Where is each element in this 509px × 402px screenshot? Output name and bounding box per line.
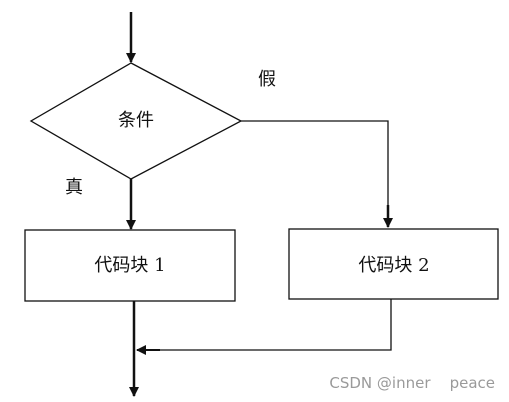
code-block-2-box	[288, 228, 499, 300]
merge-line	[146, 299, 392, 351]
false-branch-label: 假	[258, 69, 276, 90]
true-branch-label: 真	[65, 177, 83, 198]
false-branch-arrow	[241, 120, 389, 225]
code-block-1-box	[24, 229, 236, 302]
watermark-text: CSDN @inner peace	[329, 374, 495, 392]
code-block-1-label: 代码块 1	[94, 255, 166, 276]
decision-label: 条件	[118, 110, 154, 131]
code-block-2-label: 代码块 2	[358, 255, 430, 276]
